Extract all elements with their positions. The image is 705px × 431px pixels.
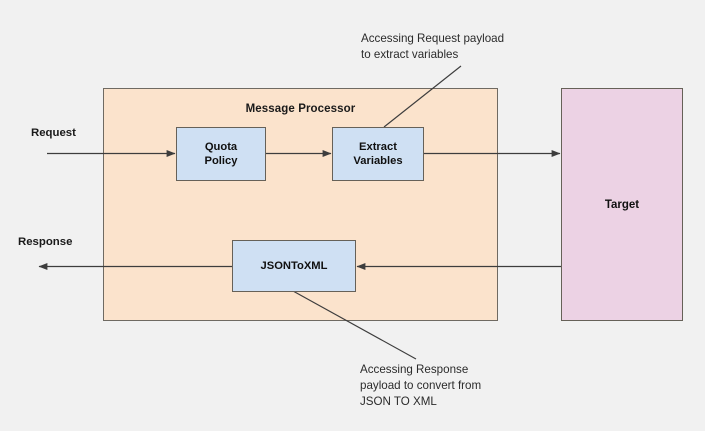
policy-box-quota[interactable]: Quota Policy (176, 127, 266, 181)
annotation-response-payload: Accessing Response payload to convert fr… (360, 363, 482, 408)
request-label: Request (31, 127, 76, 139)
policy-label-quota: Quota Policy (204, 140, 238, 167)
target-label: Target (604, 198, 640, 211)
policy-label-jsontoxml: JSONToXML (260, 259, 328, 272)
annotation-request-payload: Accessing Request payload to extract var… (361, 32, 505, 61)
policy-box-jsontoxml[interactable]: JSONToXML (232, 240, 356, 292)
policy-box-extract-variables[interactable]: Extract Variables (332, 127, 424, 181)
policy-label-extract-variables: Extract Variables (353, 140, 403, 167)
message-processor-title: Message Processor (245, 103, 356, 115)
target-container[interactable]: Target (561, 88, 683, 321)
response-label: Response (18, 236, 73, 248)
